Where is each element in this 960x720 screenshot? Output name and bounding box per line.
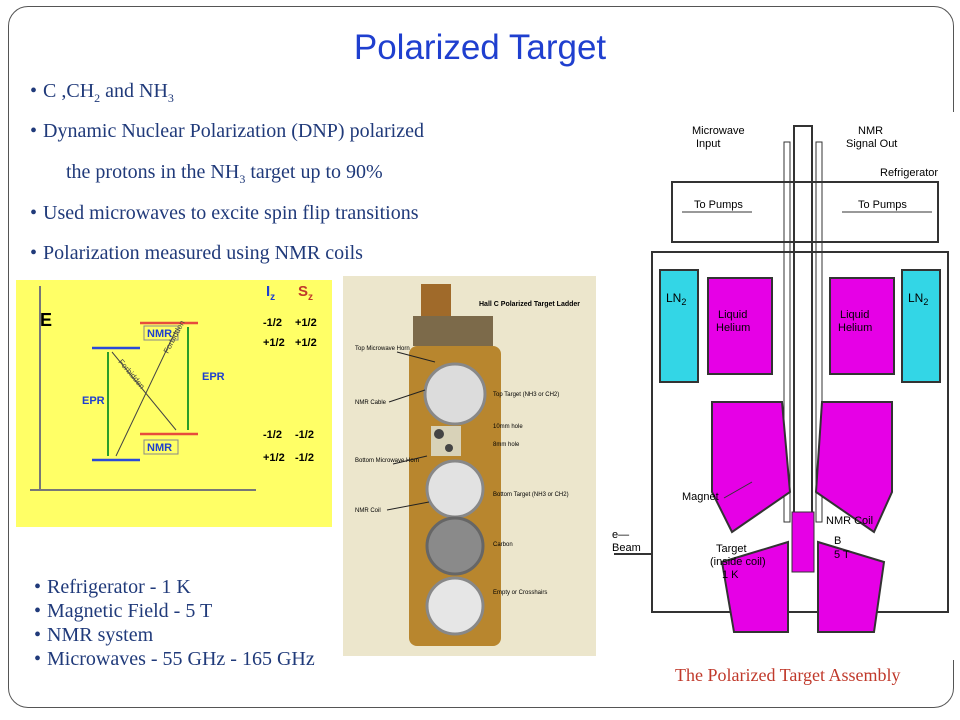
ln2-left bbox=[659, 269, 699, 383]
hole-10mm bbox=[434, 429, 444, 439]
top-target-cell bbox=[423, 362, 487, 426]
bullet-dnp: •Dynamic Nuclear Polarization (DNP) pola… bbox=[30, 120, 424, 142]
energy-level-diagram: E Iz Sz -1/2 +1/2 +1/2 +1/2 -1/2 -1/2 +1… bbox=[16, 280, 332, 527]
label-ln2-right: LN2 bbox=[908, 291, 928, 307]
nmr-box-upper bbox=[143, 325, 179, 341]
forbidden-label-1: Forbidden bbox=[116, 358, 146, 391]
leader-top-horn bbox=[396, 351, 436, 363]
assembly-caption: The Polarized Target Assembly bbox=[675, 665, 901, 685]
photo-header: Hall C Polarized Target Ladder bbox=[479, 301, 580, 308]
nmr-box-lower bbox=[143, 439, 179, 455]
label-empty: Empty or Crosshairs bbox=[493, 590, 547, 596]
label-beam: e—Beam bbox=[612, 529, 641, 554]
pump-housing bbox=[671, 181, 939, 243]
magnet-lower-right bbox=[817, 540, 886, 633]
bullet-dnp-continued: the protons in the NH3 target up to 90% bbox=[66, 161, 383, 186]
leader-bottom-horn bbox=[392, 455, 428, 465]
target-ladder-photo: Hall C Polarized Target Ladder Top Micro… bbox=[343, 276, 596, 656]
leader-nmr-cable bbox=[388, 389, 426, 403]
carbon-target bbox=[425, 516, 485, 576]
forbidden-diagonal-1 bbox=[111, 351, 177, 431]
hole-8mm bbox=[445, 444, 453, 452]
label-bottom-horn: Bottom Microwave Horn bbox=[355, 458, 419, 464]
label-5t: 5 T bbox=[834, 549, 850, 561]
magnet-upper-right bbox=[814, 401, 893, 534]
bullet-materials: •C ,CH2 and NH3 bbox=[30, 80, 174, 105]
nmr-label-upper: NMR bbox=[147, 328, 172, 340]
microwave-guide bbox=[783, 141, 791, 523]
nmr-line bbox=[815, 141, 823, 523]
label-ln2-left: LN2 bbox=[666, 291, 686, 307]
iz-header: Iz bbox=[266, 283, 275, 303]
sz-value: -1/2 bbox=[295, 452, 314, 464]
label-carbon: Carbon bbox=[493, 542, 513, 548]
label-bottom-target: Bottom Target (NH3 or CH2) bbox=[493, 492, 569, 498]
energy-axis-label: E bbox=[40, 310, 52, 330]
sz-value: -1/2 bbox=[295, 429, 314, 441]
iz-value: +1/2 bbox=[263, 452, 285, 464]
magnet-lower-left bbox=[720, 540, 789, 633]
epr-label-right: EPR bbox=[202, 371, 225, 383]
empty-target bbox=[425, 576, 485, 636]
slide-title: Polarized Target bbox=[353, 28, 607, 67]
iz-value: -1/2 bbox=[263, 429, 282, 441]
bullet-refrigerator: •Refrigerator - 1 K bbox=[34, 576, 191, 598]
label-magnet: Magnet bbox=[682, 491, 719, 503]
bullet-microwaves: •Used microwaves to excite spin flip tra… bbox=[30, 202, 419, 224]
label-to-pumps-left: To Pumps bbox=[694, 199, 743, 211]
bullet-nmr-coils: •Polarization measured using NMR coils bbox=[30, 242, 363, 264]
iz-value: -1/2 bbox=[263, 317, 282, 329]
liquid-helium-left bbox=[707, 277, 773, 375]
epr-label-left: EPR bbox=[82, 395, 105, 407]
liquid-helium-right bbox=[829, 277, 895, 375]
bottom-target-cell bbox=[425, 459, 485, 519]
nmr-label-lower: NMR bbox=[147, 442, 172, 454]
label-target: Target(inside coil)1 K bbox=[710, 543, 766, 581]
iz-value: +1/2 bbox=[263, 337, 285, 349]
sz-header: Sz bbox=[298, 283, 313, 303]
bullet-nmr-system: •NMR system bbox=[34, 624, 154, 646]
label-top-target: Top Target (NH3 or CH2) bbox=[493, 392, 559, 398]
magnet-upper-left bbox=[711, 401, 792, 534]
label-b-field: B bbox=[834, 535, 841, 547]
forbidden-diagonal-2 bbox=[115, 329, 177, 457]
label-10mm: 10mm hole bbox=[493, 424, 523, 430]
bullet-microwaves-range: •Microwaves - 55 GHz - 165 GHz bbox=[34, 648, 315, 670]
label-top-horn: Top Microwave Horn bbox=[355, 346, 410, 352]
sz-value: +1/2 bbox=[295, 317, 317, 329]
ln2-right bbox=[901, 269, 941, 383]
sz-value: +1/2 bbox=[295, 337, 317, 349]
label-nmr-coil: NMR Coil bbox=[355, 508, 381, 514]
energy-level-svg: E Iz Sz -1/2 +1/2 +1/2 +1/2 -1/2 -1/2 +1… bbox=[30, 283, 317, 491]
leader-nmr-coil bbox=[386, 501, 430, 511]
label-to-pumps-right: To Pumps bbox=[858, 199, 907, 211]
bullet-magnetic-field: •Magnetic Field - 5 T bbox=[34, 600, 213, 622]
target-cup bbox=[791, 511, 815, 573]
label-nmr-coil: NMR Coil bbox=[826, 515, 873, 527]
cryostat-outer bbox=[651, 251, 949, 613]
label-refrigerator: Refrigerator bbox=[880, 167, 938, 179]
target-ladder-svg: Hall C Polarized Target Ladder Top Micro… bbox=[343, 276, 596, 656]
label-nmr-cable: NMR Cable bbox=[355, 400, 387, 406]
bottom-bullet-list: •Refrigerator - 1 K •Magnetic Field - 5 … bbox=[34, 576, 315, 672]
ladder-block bbox=[413, 316, 493, 346]
leader-magnet bbox=[723, 481, 753, 499]
label-8mm: 8mm hole bbox=[493, 442, 520, 448]
